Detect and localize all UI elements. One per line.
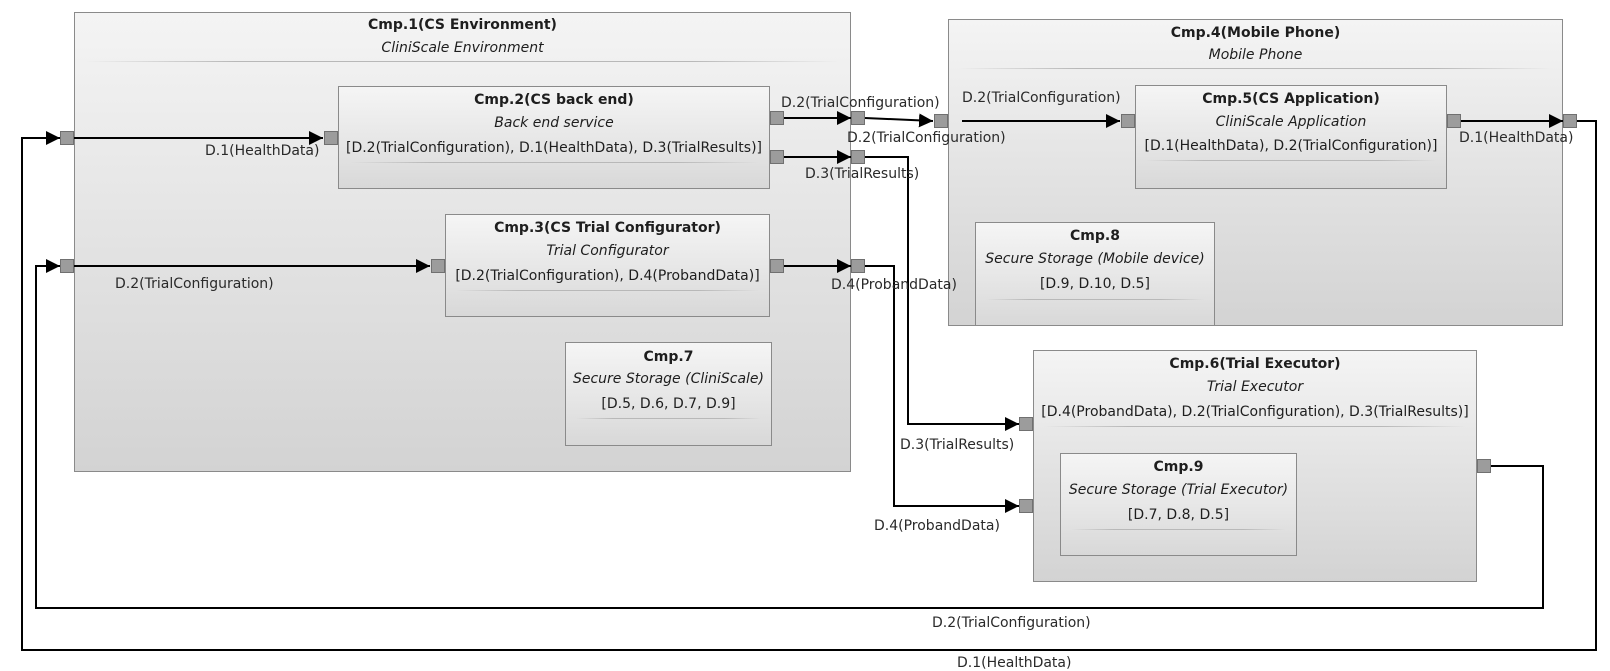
component-subtitle: Secure Storage (Trial Executor)	[1068, 482, 1289, 498]
separator	[959, 68, 1552, 69]
component-data-list: [D.2(TrialConfiguration), D.4(ProbandDat…	[455, 268, 760, 284]
component-cmp8[interactable]: Cmp.8 Secure Storage (Mobile device) [D.…	[975, 222, 1215, 326]
component-subtitle: Mobile Phone	[1208, 47, 1303, 63]
flow-label-d2-cmp4-in: D.2(TrialConfiguration)	[962, 90, 1121, 106]
port-cmp5-d2-in[interactable]	[1121, 114, 1135, 128]
port-cmp3-d4-out[interactable]	[770, 259, 784, 273]
port-cmp1-d4-out[interactable]	[851, 259, 865, 273]
component-data-list: [D.7, D.8, D.5]	[1127, 507, 1230, 523]
flow-label-d1-in: D.1(HealthData)	[205, 143, 320, 159]
flow-label-d2-cmp1-out: D.2(TrialConfiguration)	[847, 130, 1006, 146]
port-cmp5-d1-out[interactable]	[1447, 114, 1461, 128]
flow-label-d2-in: D.2(TrialConfiguration)	[115, 276, 274, 292]
port-cmp2-d1-in[interactable]	[324, 131, 338, 145]
separator	[349, 162, 759, 163]
component-subtitle: Trial Executor	[1206, 379, 1304, 395]
port-cmp1-d2-out[interactable]	[851, 111, 865, 125]
separator	[1044, 426, 1466, 427]
port-cmp6-d3-in[interactable]	[1019, 417, 1033, 431]
flow-line-d4-cmp1-cmp6	[865, 265, 1019, 513]
component-subtitle: CliniScale Application	[1215, 114, 1367, 130]
flow-label-d1-loop: D.1(HealthData)	[957, 655, 1072, 671]
component-title: Cmp.3(CS Trial Configurator)	[494, 220, 721, 236]
flow-label-d4-cmp1-out: D.4(ProbandData)	[831, 277, 957, 293]
component-cmp9[interactable]: Cmp.9 Secure Storage (Trial Executor) [D…	[1060, 453, 1297, 556]
flow-label-d3-cmp6-in: D.3(TrialResults)	[900, 437, 1015, 453]
component-subtitle: Secure Storage (Mobile device)	[985, 251, 1205, 267]
port-cmp4-d1-out[interactable]	[1563, 114, 1577, 128]
flow-line-d2-cmp1-cmp4	[864, 113, 934, 128]
component-title: Cmp.7	[643, 349, 694, 365]
flow-label-d2-cmp2-out: D.2(TrialConfiguration)	[781, 95, 940, 111]
component-data-list: [D.9, D.10, D.5]	[1039, 276, 1151, 292]
component-title: Cmp.4(Mobile Phone)	[1170, 25, 1341, 41]
flow-label-d4-cmp6-in: D.4(ProbandData)	[874, 518, 1000, 534]
component-subtitle: CliniScale Environment	[381, 40, 544, 56]
port-cmp1-d1-in[interactable]	[60, 131, 74, 145]
component-title: Cmp.1(CS Environment)	[368, 17, 557, 33]
separator	[576, 418, 761, 419]
separator	[1146, 160, 1436, 161]
component-data-list: [D.1(HealthData), D.2(TrialConfiguration…	[1144, 138, 1438, 154]
component-data-list: [D.4(ProbandData), D.2(TrialConfiguratio…	[1041, 404, 1469, 420]
component-data-list: [D.2(TrialConfiguration), D.1(HealthData…	[345, 140, 763, 156]
component-title: Cmp.2(CS back end)	[474, 92, 634, 108]
component-subtitle: Secure Storage (CliniScale)	[572, 371, 765, 387]
component-data-list: [D.5, D.6, D.7, D.9]	[601, 396, 736, 412]
flow-line-d3-cmp1-cmp6	[865, 156, 1019, 431]
component-subtitle: Back end service	[494, 115, 614, 131]
component-cmp2[interactable]: Cmp.2(CS back end) Back end service [D.2…	[338, 86, 770, 189]
component-title: Cmp.6(Trial Executor)	[1169, 356, 1341, 372]
flow-label-d3-cmp1-out: D.3(TrialResults)	[805, 166, 920, 182]
component-cmp5[interactable]: Cmp.5(CS Application) CliniScale Applica…	[1135, 85, 1447, 189]
port-cmp1-d2-in[interactable]	[60, 259, 74, 273]
component-subtitle: Trial Configurator	[546, 243, 669, 259]
port-cmp2-d2-out[interactable]	[770, 111, 784, 125]
flow-line-d1-cmp4-cmp1	[21, 120, 1597, 651]
flow-line-d2-cmp6-cmp1	[35, 259, 1544, 609]
component-cmp7[interactable]: Cmp.7 Secure Storage (CliniScale) [D.5, …	[565, 342, 772, 446]
port-cmp1-d3-out[interactable]	[851, 150, 865, 164]
port-cmp3-d2-in[interactable]	[431, 259, 445, 273]
flow-label-d2-loop: D.2(TrialConfiguration)	[932, 615, 1091, 631]
component-title: Cmp.9	[1153, 459, 1204, 475]
port-cmp6-d2-out[interactable]	[1477, 459, 1491, 473]
port-cmp2-d3-out[interactable]	[770, 150, 784, 164]
component-title: Cmp.8	[1070, 228, 1120, 244]
separator	[456, 290, 759, 291]
flow-label-d1-cmp4-out: D.1(HealthData)	[1459, 130, 1574, 146]
component-title: Cmp.5(CS Application)	[1202, 91, 1380, 107]
separator	[986, 299, 1204, 300]
component-cmp3[interactable]: Cmp.3(CS Trial Configurator) Trial Confi…	[445, 214, 770, 317]
separator	[1071, 529, 1286, 530]
port-cmp4-d2-in[interactable]	[934, 114, 948, 128]
separator	[85, 61, 840, 62]
port-cmp6-d4-in[interactable]	[1019, 499, 1033, 513]
